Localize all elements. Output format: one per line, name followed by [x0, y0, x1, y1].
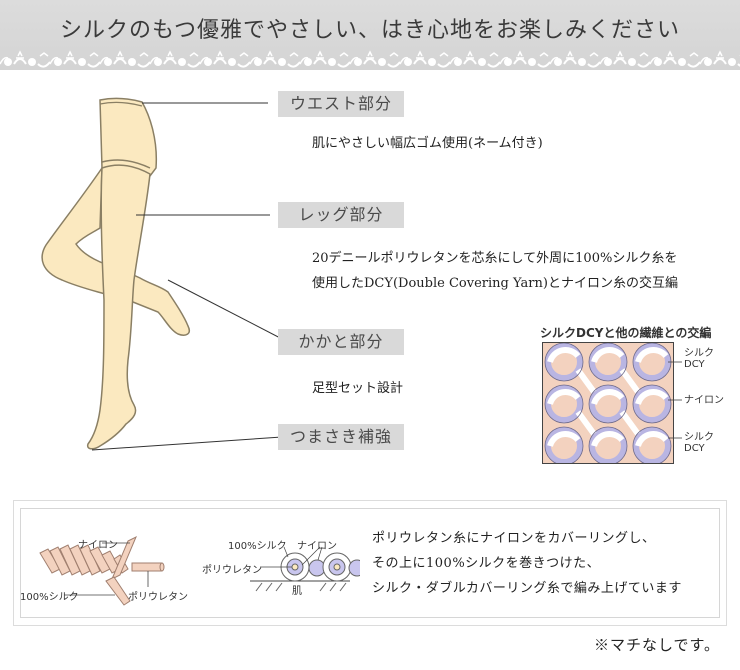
yarn-info-box-inner [20, 508, 720, 618]
tights-illustration [41, 97, 287, 451]
knit-label-nylon: ナイロン [684, 395, 724, 406]
cross-label-silk: 100%シルク [228, 541, 287, 552]
waist-description: 肌にやさしい幅広ゴム使用(ネーム付き) [312, 136, 543, 151]
yarn-diagrams: ナイロン 100%シルク ポリウレタン 100%シルク ナイロン ポリウレタン … [20, 525, 360, 610]
lace-border-decoration [0, 50, 740, 70]
yarn-description: ポリウレタン糸にナイロンをカバーリングし、 その上に100%シルクを巻きつけた、… [372, 526, 682, 601]
cross-label-nylon: ナイロン [297, 541, 337, 552]
yarn-info-box [13, 500, 727, 626]
yarn-diagram-graphic [39, 535, 360, 606]
twist-label-nylon: ナイロン [78, 540, 118, 551]
twist-label-polyurethane: ポリウレタン [128, 592, 188, 603]
knit-diagram-title: シルクDCYと他の繊維との交編 [540, 326, 712, 340]
cross-label-skin: 肌 [292, 586, 302, 597]
footnote: ※マチなしです。 [593, 636, 720, 654]
knit-label-silk-dcy-top: シルク DCY [684, 348, 714, 370]
label-waist: ウエスト部分 [278, 91, 404, 117]
label-leg: レッグ部分 [278, 202, 404, 228]
yarn-description-line3: シルク・ダブルカバーリング糸で編み上げています [372, 581, 682, 596]
label-toe: つまさき補強 [278, 424, 404, 450]
leg-description-line1: 20デニールポリウレタンを芯糸にして外周に100%シルク糸を [312, 251, 678, 266]
knit-label-silk-dcy-bottom: シルク DCY [684, 432, 714, 454]
cross-label-polyurethane: ポリウレタン [202, 565, 262, 576]
label-heel: かかと部分 [278, 329, 404, 355]
knit-leader-lines [668, 361, 682, 439]
yarn-description-line1: ポリウレタン糸にナイロンをカバーリングし、 [372, 531, 656, 546]
knit-pattern-graphic [542, 342, 674, 464]
knit-diagram: シルク DCY ナイロン シルク DCY [542, 342, 732, 466]
twist-label-silk: 100%シルク [20, 592, 79, 603]
page-title: シルクのもつ優雅でやさしい、はき心地をお楽しみください [59, 18, 681, 43]
leg-description-line2: 使用したDCY(Double Covering Yarn)とナイロン糸の交互編 [312, 276, 678, 291]
heel-description: 足型セット設計 [312, 381, 404, 396]
yarn-description-line2: その上に100%シルクを巻きつけた、 [372, 556, 601, 571]
header-banner: シルクのもつ優雅でやさしい、はき心地をお楽しみください [0, 0, 740, 70]
